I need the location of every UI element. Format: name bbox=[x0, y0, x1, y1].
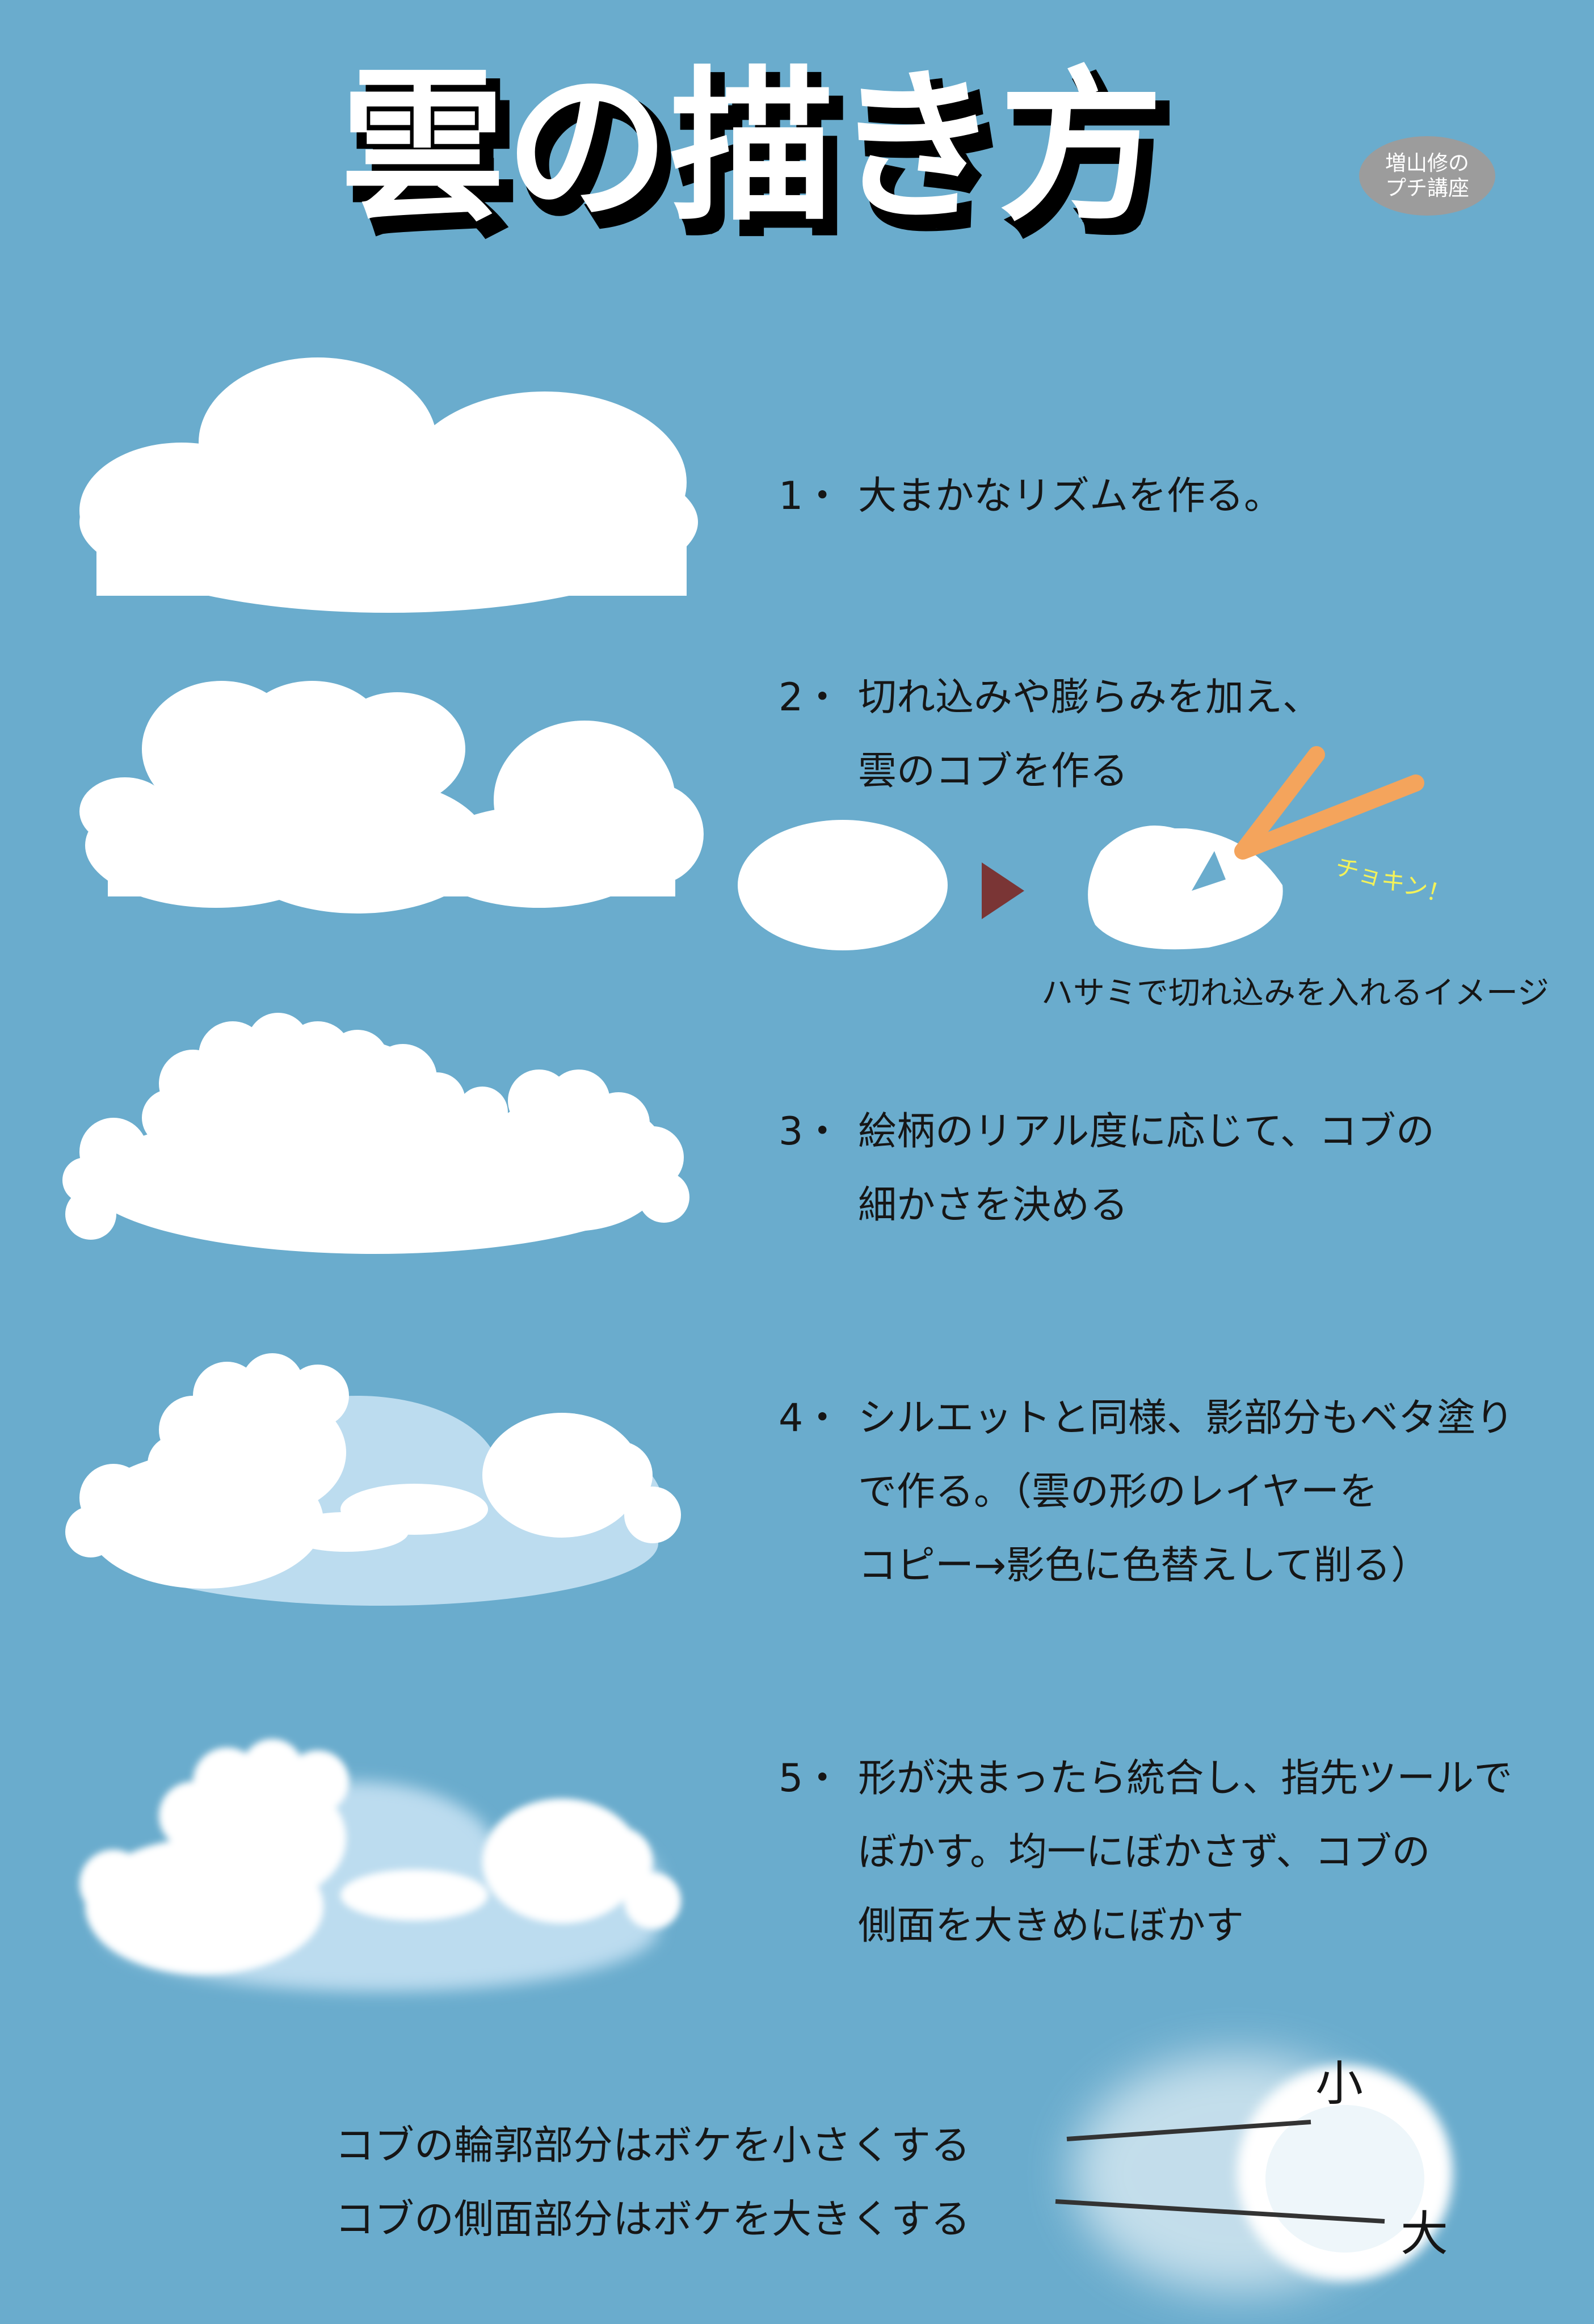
bottom-line-1: コブの輪郭部分はボケを小さくする bbox=[335, 2122, 970, 2169]
step-3-number: 3・ bbox=[779, 1109, 842, 1154]
pointer-lines bbox=[1055, 2120, 1385, 2224]
cloud-step-4 bbox=[65, 1353, 681, 1606]
scissor-illustration: チョキン！ bbox=[738, 746, 1454, 950]
author-badge: 増山修の プチ講座 bbox=[1359, 136, 1495, 216]
step-2-number: 2・ bbox=[779, 675, 842, 720]
cloud-step-2 bbox=[79, 681, 704, 913]
step-2: 2・切れ込みや膨らみを加え、 雲のコブを作る bbox=[779, 661, 1321, 809]
cloud-step-1 bbox=[79, 357, 698, 613]
cloud-step-5 bbox=[79, 1739, 681, 1992]
arrow-right-icon bbox=[982, 862, 1024, 919]
mini-cloud-before bbox=[738, 820, 948, 950]
scissor-sound: チョキン！ bbox=[1332, 852, 1453, 910]
step-3: 3・絵柄のリアル度に応じて、コブの 細かさを決める bbox=[779, 1095, 1435, 1243]
bottom-line-2: コブの側面部分はボケを大きくする bbox=[335, 2196, 970, 2242]
step-1-line-1: 大まかなリズムを作る。 bbox=[858, 474, 1283, 519]
step-4-line-1: シルエットと同様、影部分もベタ塗り bbox=[858, 1396, 1515, 1441]
scissor-line bbox=[1234, 746, 1424, 860]
blur-demo bbox=[1073, 2054, 1453, 2292]
step-2-line-2: 雲のコブを作る bbox=[858, 749, 1129, 794]
step-4-line-3: コピー→影色に色替えして削る） bbox=[858, 1543, 1429, 1588]
step-4: 4・シルエットと同様、影部分もベタ塗り で作る。（雲の形のレイヤーを コピー→影… bbox=[779, 1382, 1514, 1603]
badge-line-2: プチ講座 bbox=[1385, 176, 1469, 200]
step-5-number: 5・ bbox=[779, 1756, 842, 1801]
step-5-line-2: ぼかす。均一にぼかさず、コブの bbox=[858, 1830, 1431, 1875]
badge-line-1: 増山修の bbox=[1385, 151, 1469, 175]
page-title: 雲の描き方 雲の描き方 bbox=[340, 52, 1177, 260]
step-4-line-2: で作る。（雲の形のレイヤーを bbox=[858, 1470, 1378, 1514]
label-small: 小 bbox=[1315, 2056, 1364, 2111]
mini-cloud-after bbox=[1088, 826, 1283, 950]
step-3-line-2: 細かさを決める bbox=[858, 1183, 1129, 1228]
scissor-caption: ハサミで切れ込みを入れるイメージ bbox=[1041, 975, 1549, 1012]
title-shadow: 雲の描き方 bbox=[351, 65, 1174, 256]
pointer-line-large bbox=[1055, 2199, 1385, 2224]
cloud-step-3 bbox=[62, 1013, 689, 1254]
step-1: 1・大まかなリズムを作る。 bbox=[779, 460, 1282, 533]
pointer-line-small bbox=[1066, 2120, 1311, 2141]
title-text: 雲の描き方 bbox=[340, 52, 1163, 243]
label-large: 大 bbox=[1400, 2206, 1449, 2262]
step-5: 5・形が決まったら統合し、指先ツールで ぼかす。均一にぼかさず、コブの 側面を大… bbox=[779, 1742, 1512, 1963]
step-1-number: 1・ bbox=[779, 474, 842, 519]
step-3-line-1: 絵柄のリアル度に応じて、コブの bbox=[858, 1109, 1435, 1154]
step-5-line-3: 側面を大きめにぼかす bbox=[858, 1904, 1244, 1948]
step-4-number: 4・ bbox=[779, 1396, 842, 1441]
step-5-line-1: 形が決まったら統合し、指先ツールで bbox=[858, 1756, 1513, 1801]
step-2-line-1: 切れ込みや膨らみを加え、 bbox=[858, 675, 1322, 720]
